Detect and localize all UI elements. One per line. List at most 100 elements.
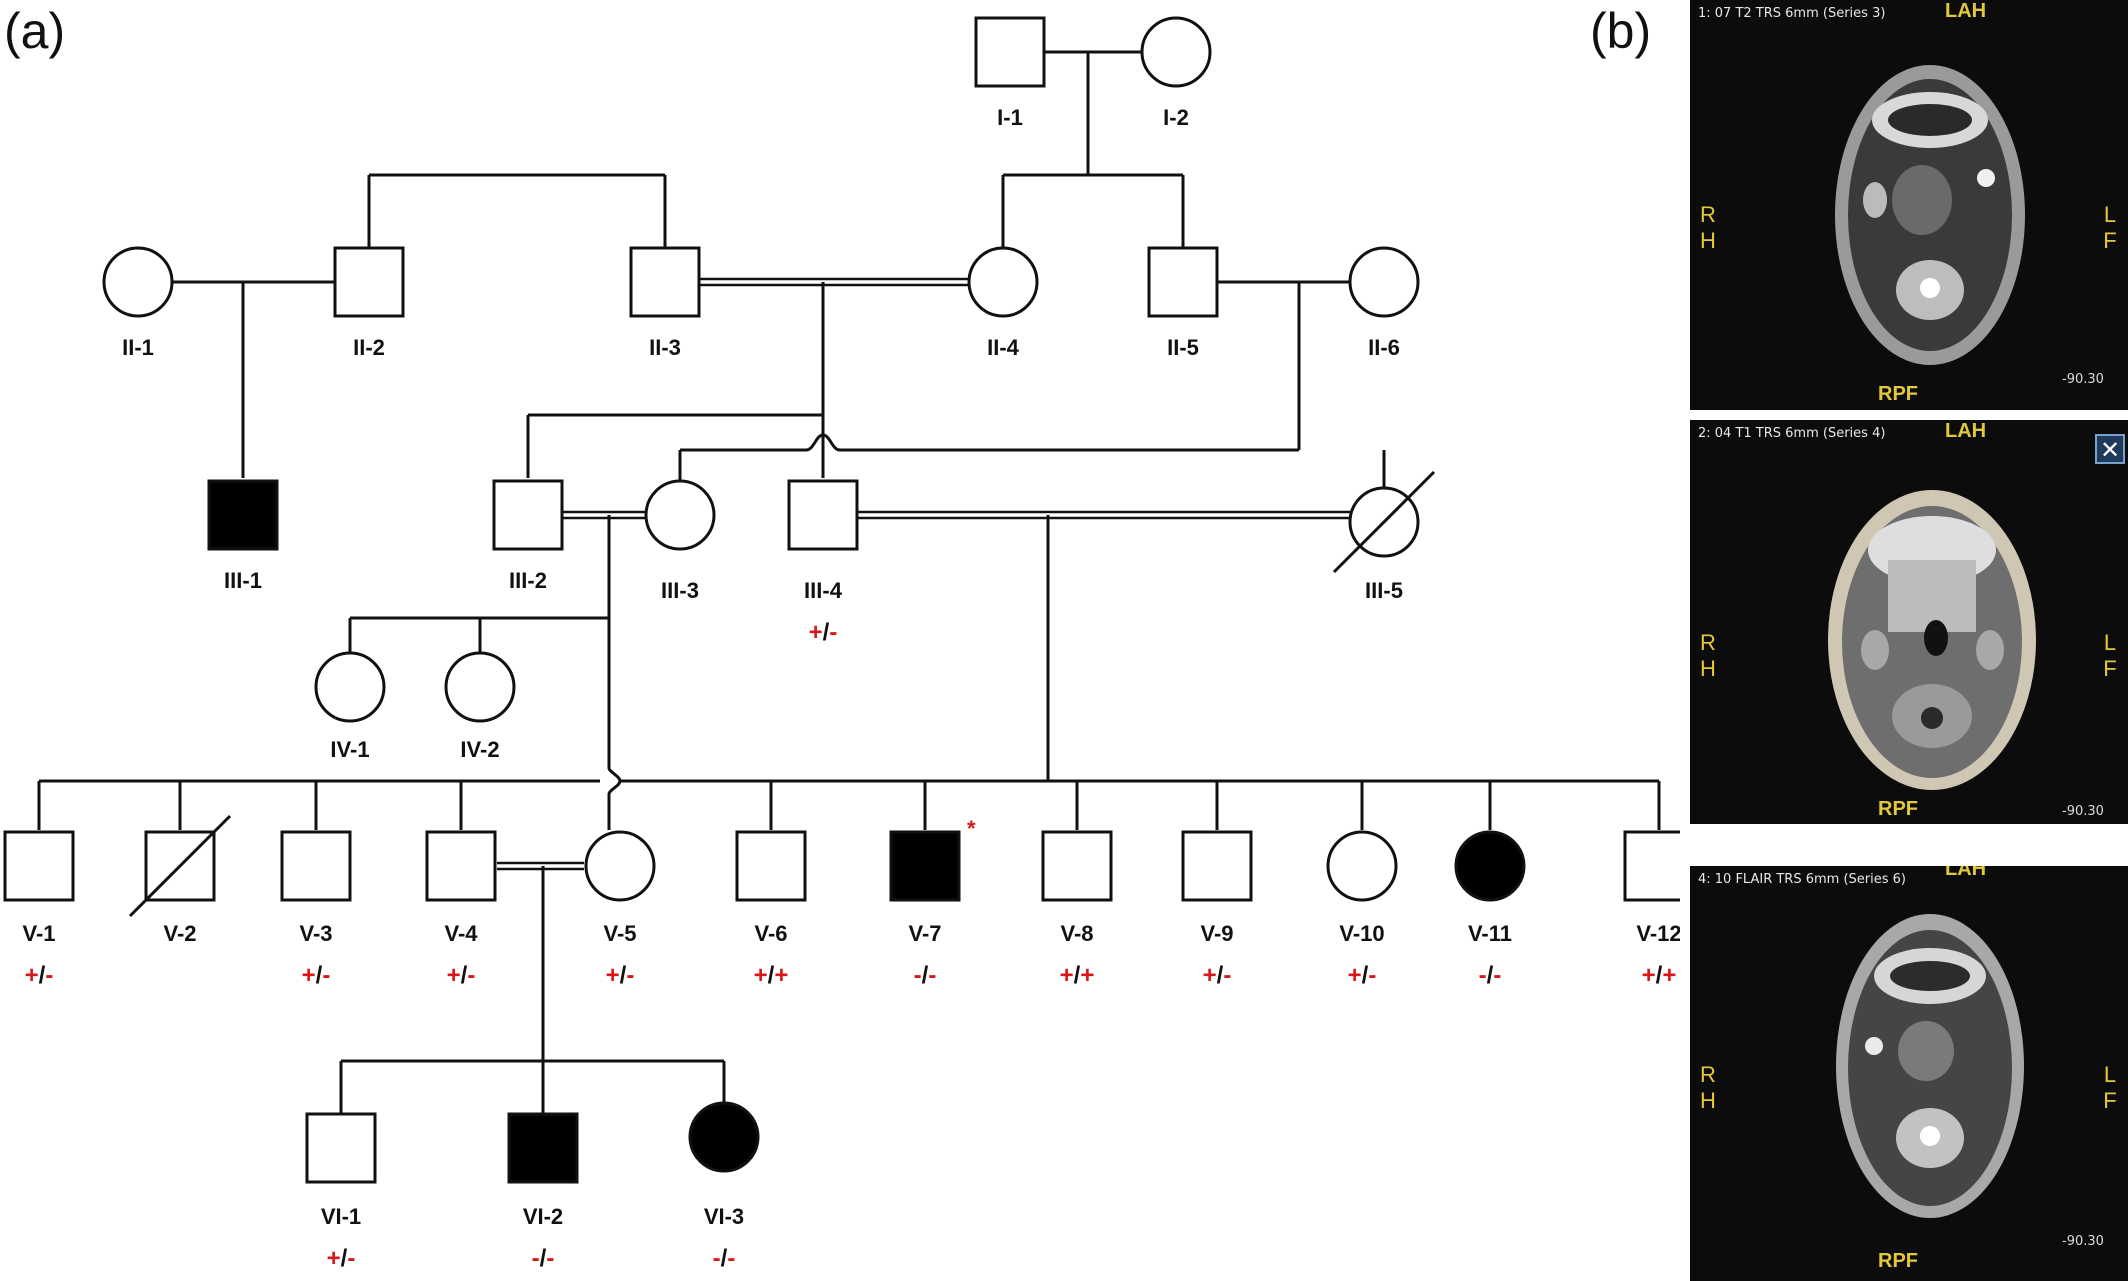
mri-bottom-marker: RPF [1878,798,1918,820]
male-symbol-iii-4 [787,479,859,551]
individual-label-v-11: V-11 [1468,921,1512,946]
deceased-slash-v-2 [128,814,232,918]
panel-b-label: (b) [1590,3,1652,59]
genotype-v-10: +/- [1348,962,1377,989]
pedigree-symbols [3,16,1680,1184]
individual-label-v-8: V-8 [1060,921,1093,946]
mri-value: -90.30 [2062,1234,2104,1249]
genotype-v-5: +/- [606,962,635,989]
mri-right-marker-2: F [2103,228,2117,253]
female-symbol-v-11 [1454,830,1526,902]
mri-right-marker: L F [2100,202,2120,254]
mri-bottom-marker: RPF [1878,383,1918,405]
male-symbol-v-9 [1181,830,1253,902]
mri-top-marker: LAH [1945,0,1987,22]
individual-label-v-10: V-10 [1339,921,1384,946]
individual-label-i-1: I-1 [997,105,1023,130]
female-symbol-ii-4 [967,246,1039,318]
mri-panel-2: 2: 04 T1 TRS 6mm (Series 4) LAH ✕ R H L … [1690,420,2128,824]
mri-value: -90.30 [2062,372,2104,387]
mri-axial-image-2 [1828,490,2036,790]
male-symbol-v-4 [425,830,497,902]
mri-left-marker-1: R [1700,1062,1716,1087]
male-symbol-v-7 [889,830,961,902]
mri-left-marker-1: R [1700,630,1716,655]
close-button[interactable]: ✕ [2095,434,2125,464]
genotype-iii-4: +/- [809,619,838,646]
male-symbol-ii-2 [333,246,405,318]
individual-label-iii-3: III-3 [661,578,699,603]
mri-left-marker-2: H [1700,228,1716,253]
female-symbol-vi-3 [688,1101,760,1173]
mri-right-marker: L F [2100,1062,2120,1114]
male-symbol-v-12 [1623,830,1680,902]
mri-top-marker: LAH [1945,420,1987,442]
mri-panel-1: 1: 07 T2 TRS 6mm (Series 3) LAH R H L F … [1690,0,2128,410]
mri-bottom-marker: RPF [1878,1250,1918,1272]
mri-header: 2: 04 T1 TRS 6mm (Series 4) [1698,426,1886,441]
mri-left-marker-2: H [1700,656,1716,681]
individual-label-v-12: V-12 [1636,921,1680,946]
genotype-v-9: +/- [1203,962,1232,989]
male-symbol-v-8 [1041,830,1113,902]
genotype-v-3: +/- [302,962,331,989]
mri-right-marker: L F [2100,630,2120,682]
mri-right-marker-1: L [2103,1062,2117,1087]
male-symbol-iii-1 [207,479,279,551]
individual-label-i-2: I-2 [1163,105,1189,130]
male-symbol-ii-5 [1147,246,1219,318]
male-symbol-vi-2 [507,1112,579,1184]
individual-label-v-4: V-4 [444,921,478,946]
individual-label-iv-2: IV-2 [460,737,499,762]
individual-label-ii-6: II-6 [1368,335,1400,360]
genotype-vi-3: -/- [713,1245,736,1272]
individual-label-v-3: V-3 [299,921,332,946]
individual-label-iii-5: III-5 [1365,578,1403,603]
genotype-v-7: -/- [914,962,937,989]
female-symbol-ii-1 [102,246,174,318]
female-symbol-iv-2 [444,651,516,723]
mri-left-marker: R H [1698,202,1718,254]
female-symbol-v-10 [1326,830,1398,902]
individual-label-iii-4: III-4 [804,578,843,603]
male-symbol-v-3 [280,830,352,902]
individual-label-ii-1: II-1 [122,335,154,360]
mri-right-marker-1: L [2103,630,2117,655]
mri-right-marker-1: L [2103,202,2117,227]
mri-header: 1: 07 T2 TRS 6mm (Series 3) [1698,6,1886,21]
mri-left-marker-2: H [1700,1088,1716,1113]
male-symbol-vi-1 [305,1112,377,1184]
individual-label-v-6: V-6 [754,921,787,946]
genotype-v-8: +/+ [1060,962,1095,989]
male-symbol-v-1 [3,830,75,902]
individual-label-ii-4: II-4 [987,335,1020,360]
individual-label-iv-1: IV-1 [330,737,369,762]
mri-right-marker-2: F [2103,1088,2117,1113]
female-symbol-v-5 [584,830,656,902]
mri-panel-3: 4: 10 FLAIR TRS 6mm (Series 6) LAH R H L… [1690,866,2128,1281]
mri-left-marker: R H [1698,630,1718,682]
genotype-vi-1: +/- [327,1245,356,1272]
mri-top-marker: LAH [1945,866,1987,880]
genotype-vi-2: -/- [532,1245,555,1272]
female-symbol-i-2 [1140,16,1212,88]
deceased-slash-iii-5 [1332,470,1436,574]
panel-a-label: (a) [4,3,66,59]
individual-label-vi-1: VI-1 [321,1204,361,1229]
male-symbol-v-6 [735,830,807,902]
genotype-v-6: +/+ [754,962,789,989]
individual-label-v-7: V-7 [908,921,941,946]
individual-label-vi-3: VI-3 [704,1204,744,1229]
mri-header: 4: 10 FLAIR TRS 6mm (Series 6) [1698,872,1906,887]
genotype-v-1: +/- [25,962,54,989]
mri-left-marker-1: R [1700,202,1716,227]
genotype-v-12: +/+ [1642,962,1677,989]
genotype-v-4: +/- [447,962,476,989]
genotype-v-11: -/- [1479,962,1502,989]
individual-label-vi-2: VI-2 [523,1204,563,1229]
mri-value: -90.30 [2062,804,2104,819]
proband-marker-v-7: * [967,816,976,841]
